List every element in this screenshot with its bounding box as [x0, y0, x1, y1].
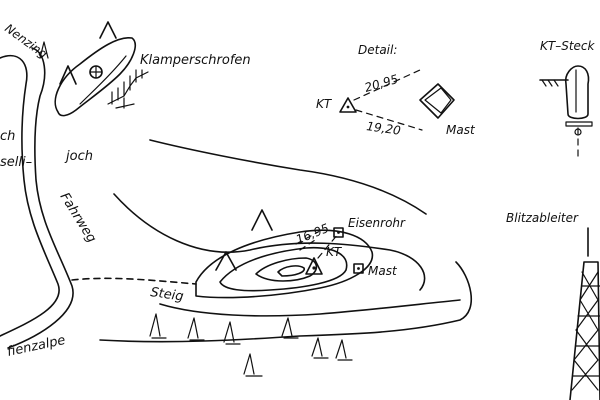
contour-lines	[99, 139, 472, 343]
label-gaselli: selli–	[0, 155, 32, 170]
label-mast-main: Mast	[368, 264, 398, 278]
mast-marker-main	[353, 263, 364, 274]
label-kt-steck: KT–Steck	[540, 39, 596, 53]
label-blitzableiter: Blitzableiter	[506, 211, 579, 225]
kt-steck-drawing	[539, 65, 593, 161]
label-fahrweg: Fahrweg	[57, 190, 99, 245]
label-eisenrohr: Eisenrohr	[348, 216, 406, 230]
label-detail-mast: Mast	[446, 123, 476, 137]
tree-symbols	[149, 313, 353, 377]
label-joch-upper: ch	[0, 129, 15, 144]
lightning-rod-mast	[569, 227, 600, 400]
kt-triangulation-point	[305, 257, 323, 275]
label-detail-dist-top: 20,95	[363, 72, 400, 95]
measured-line-eisenrohr	[295, 227, 344, 259]
label-joch: joch	[64, 149, 93, 164]
footpath-steig	[71, 277, 197, 285]
label-kt-main: KT	[326, 245, 343, 259]
label-detail: Detail:	[358, 43, 397, 57]
cliff-hachures	[107, 69, 149, 109]
label-alpe: fienzalpe	[6, 333, 67, 360]
label-detail-dist-bottom: 19,20	[366, 119, 402, 138]
peak-markers	[215, 209, 273, 271]
summit-marker	[59, 21, 117, 85]
label-steig: Steig	[149, 285, 184, 304]
road-to-nenzing	[0, 41, 74, 349]
detail-measure-lines	[353, 69, 423, 131]
label-klamperschrofen: Klamperschrofen	[140, 53, 251, 68]
detail-mast-square	[419, 83, 455, 119]
label-detail-kt: KT	[316, 97, 333, 111]
klamperschrofen-summit	[54, 37, 136, 117]
detail-kt-triangle	[339, 97, 357, 113]
